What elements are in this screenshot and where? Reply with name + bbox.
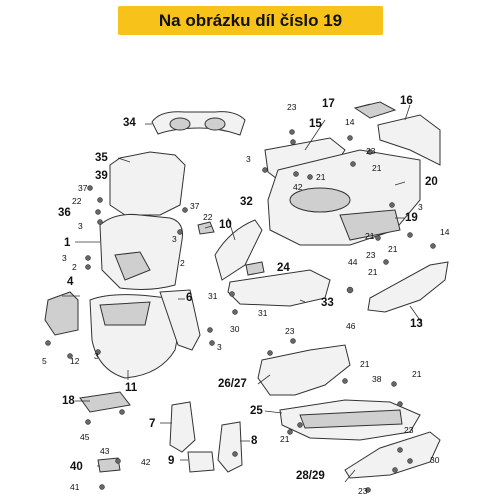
label-28-29: 28/29 [296,470,325,482]
label-42-lower: 42 [141,457,151,467]
label-14-top: 14 [345,117,355,127]
label-3-d: 3 [172,234,177,244]
label-15: 15 [309,118,322,130]
label-26-27: 26/27 [218,378,247,390]
label-21-h: 21 [280,434,290,444]
label-46: 46 [346,321,356,331]
part-17-tail-piece [353,101,397,119]
label-37-left: 37 [78,183,88,193]
label-4: 4 [67,276,74,288]
part-18-plate [79,391,131,413]
label-22-left: 22 [72,196,82,206]
label-25: 25 [250,405,263,417]
label-3-e: 3 [217,342,222,352]
label-21-f: 21 [360,359,370,369]
label-24: 24 [277,262,290,274]
label-12: 12 [70,356,80,366]
part-24-bracket [245,261,265,276]
label-42-upper: 42 [293,182,303,192]
label-34: 34 [123,117,136,129]
label-21-c: 21 [365,231,375,241]
part-9-box [187,451,215,473]
label-21-g: 21 [412,369,422,379]
label-2-b: 2 [180,258,185,268]
part-8-trim [217,421,243,473]
part-32-side-cover [214,219,263,281]
label-11: 11 [125,382,138,394]
label-30-b: 30 [430,455,440,465]
label-23-c: 23 [366,250,376,260]
label-5: 5 [42,356,47,366]
label-3-b: 3 [62,253,67,263]
label-3-a: 3 [78,221,83,231]
label-31-a: 31 [208,291,218,301]
label-38: 38 [372,374,382,384]
label-13: 13 [410,318,423,330]
label-40: 40 [70,461,83,473]
label-3-g: 3 [418,202,423,212]
label-2-a: 2 [72,262,77,272]
label-10: 10 [219,219,232,231]
label-1: 1 [64,237,71,249]
label-44: 44 [348,257,358,267]
label-16: 16 [400,95,413,107]
label-45: 45 [80,432,90,442]
label-6: 6 [186,292,193,304]
label-23-a: 23 [287,102,297,112]
label-21-e: 21 [368,267,378,277]
label-33: 33 [321,297,334,309]
label-19: 19 [405,212,418,224]
part-35-windshield [109,151,186,216]
label-14-right: 14 [440,227,450,237]
part-7-trim [169,401,196,453]
label-35: 35 [95,152,108,164]
label-23-b: 23 [366,146,376,156]
label-23-d: 23 [285,326,295,336]
part-1-front-panel [99,214,183,290]
label-41: 41 [70,482,80,492]
part-16-tail-cover [377,114,441,166]
label-3-c: 3 [94,351,99,361]
label-20: 20 [425,176,438,188]
part-40-plate [97,457,121,473]
part-4-grille [44,291,79,336]
part-34-meter-cover [151,111,246,136]
label-3-f: 3 [246,154,251,164]
label-30-a: 30 [230,324,240,334]
label-23-e: 23 [404,425,414,435]
part-26-27-floor-front [257,344,351,396]
label-43: 43 [100,446,110,456]
part-6-side-strip [159,289,201,351]
label-32: 32 [240,196,253,208]
label-21-a: 21 [316,172,326,182]
label-18: 18 [62,395,75,407]
label-22-right: 22 [203,212,213,222]
label-8: 8 [251,435,258,447]
label-37-right: 37 [190,201,200,211]
label-17: 17 [322,98,335,110]
label-9: 9 [168,455,175,467]
part-13-side-panel [367,261,449,313]
page-title-banner: Na obrázku díl číslo 19 [118,6,383,35]
part-28-29-lower-rail [344,431,441,479]
label-36: 36 [58,207,71,219]
label-7: 7 [149,418,156,430]
label-31-b: 31 [258,308,268,318]
part-19-inner-panel [339,209,401,241]
label-39: 39 [95,170,108,182]
part-33-side-panel [227,269,331,307]
label-21-d: 21 [388,244,398,254]
label-23-f: 23 [358,486,368,496]
label-21-b: 21 [372,163,382,173]
